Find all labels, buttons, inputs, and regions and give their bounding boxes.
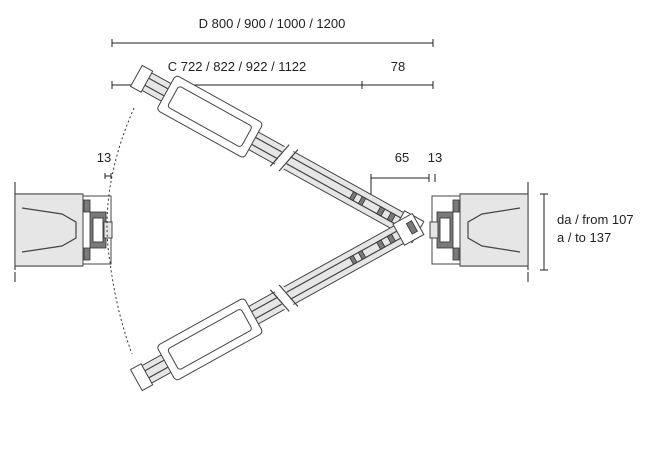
dimension-right-gap: 65 13 [370,150,442,208]
right-gap-b-label: 13 [428,150,442,165]
swing-arc [106,107,135,355]
left-wall [14,182,84,282]
depth-line1-label: da / from 107 [557,212,634,227]
depth-line2-label: a / to 137 [557,230,611,245]
dimension-left-gap: 13 [97,150,112,179]
right-frame-profile [429,195,461,265]
left-gap-label: 13 [97,150,111,165]
dimension-d-label: D 800 / 900 / 1000 / 1200 [199,16,346,31]
left-frame-profile [82,195,113,265]
upper-door-leaf [129,64,425,244]
dimension-c-label: C 722 / 822 / 922 / 1122 [168,59,307,74]
lower-door-leaf [129,212,425,392]
right-gap-a-label: 65 [395,150,409,165]
right-wall [459,182,529,282]
dimension-c-extra-label: 78 [391,59,405,74]
dimension-d: D 800 / 900 / 1000 / 1200 [111,16,434,47]
dimension-wall-depth: da / from 107 a / to 137 [540,193,634,271]
